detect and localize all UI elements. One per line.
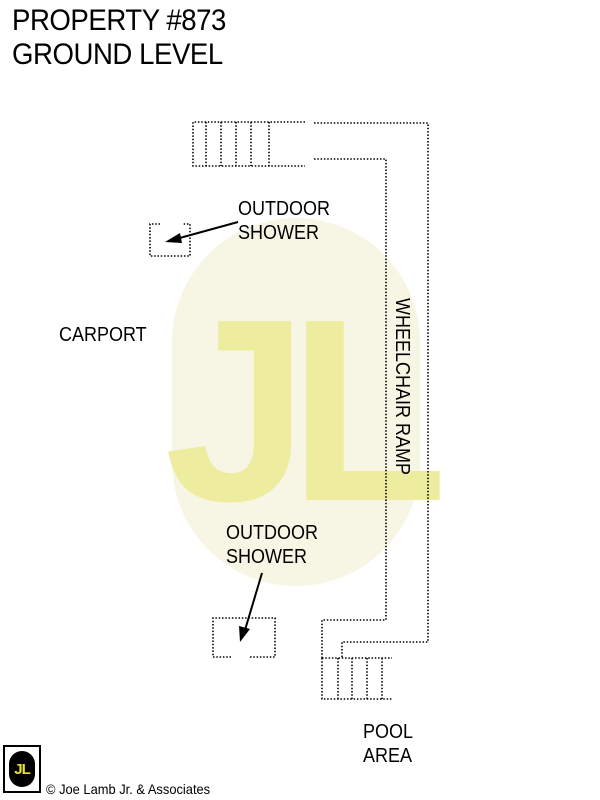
outdoor-shower-top-line2: SHOWER bbox=[238, 222, 319, 244]
jl-logo: JL bbox=[3, 745, 41, 793]
pool-area-line1: POOL bbox=[363, 721, 414, 743]
arrow-to-bottom-shower bbox=[239, 572, 263, 642]
pool-area-line2: AREA bbox=[363, 745, 413, 767]
wheelchair-ramp bbox=[314, 122, 429, 658]
title-line-property: PROPERTY #873 bbox=[12, 4, 226, 37]
jl-logo-text: JL bbox=[14, 760, 30, 778]
outdoor-shower-top-label: OUTDOOR SHOWER bbox=[238, 197, 330, 245]
pool-area-label: POOL AREA bbox=[363, 720, 413, 768]
copyright-notice: © Joe Lamb Jr. & Associates bbox=[46, 781, 211, 797]
top-stairs bbox=[192, 121, 305, 167]
outdoor-shower-bottom-line1: OUTDOOR bbox=[226, 522, 318, 544]
jl-logo-badge: JL bbox=[9, 751, 35, 787]
arrow-to-top-shower bbox=[165, 221, 239, 243]
outdoor-shower-bottom-line2: SHOWER bbox=[226, 546, 307, 568]
outdoor-shower-bottom-label: OUTDOOR SHOWER bbox=[226, 521, 318, 569]
carport-label: CARPORT bbox=[59, 324, 147, 346]
watermark-text: JL bbox=[164, 266, 443, 556]
outdoor-shower-bottom bbox=[212, 617, 276, 658]
jl-watermark: JL bbox=[164, 218, 463, 586]
wheelchair-ramp-label: WHEELCHAIR RAMP bbox=[391, 298, 413, 476]
outdoor-shower-top-line1: OUTDOOR bbox=[238, 198, 330, 220]
title-line-level: GROUND LEVEL bbox=[12, 38, 223, 71]
bottom-stairs bbox=[321, 657, 392, 700]
page-title: PROPERTY #873 GROUND LEVEL bbox=[12, 4, 226, 72]
